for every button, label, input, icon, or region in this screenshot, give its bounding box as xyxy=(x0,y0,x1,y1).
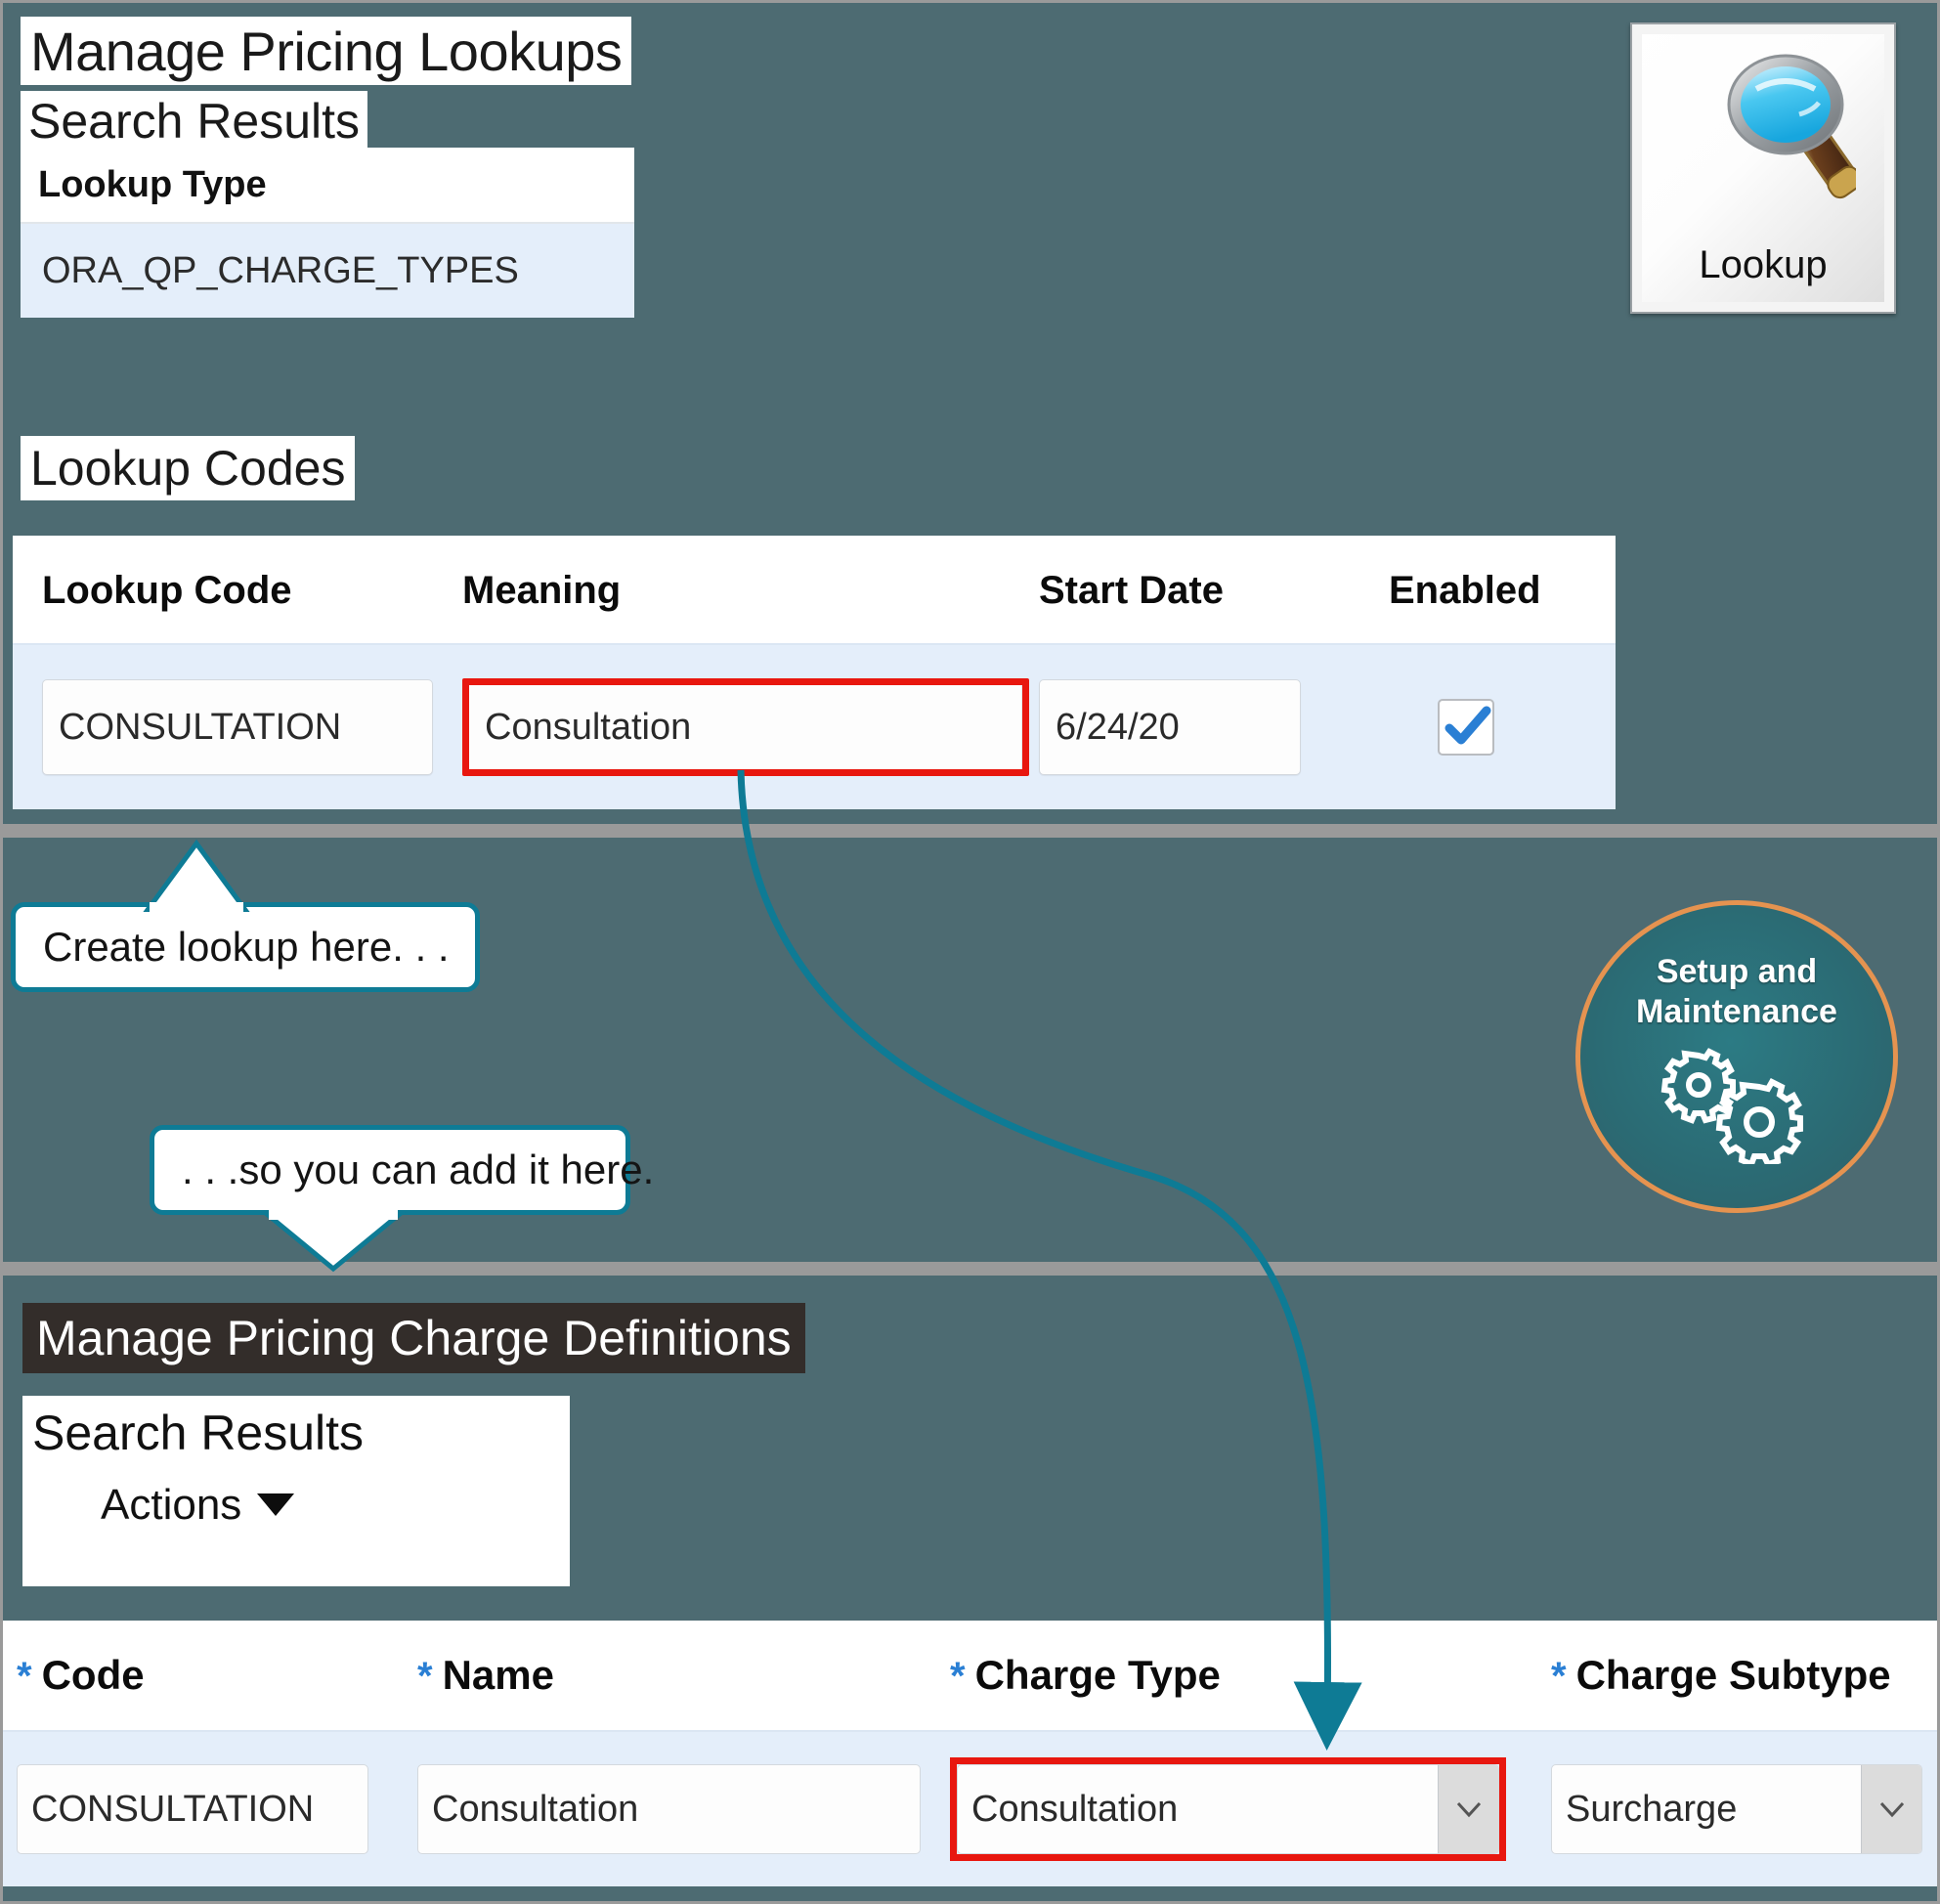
actions-menu-label: Actions xyxy=(101,1480,242,1529)
setup-and-maintenance-badge[interactable]: Setup and Maintenance xyxy=(1575,900,1898,1213)
chevron-down-icon[interactable] xyxy=(1438,1765,1498,1853)
search-results-heading-bottom: Search Results xyxy=(32,1406,365,1460)
callout-add-tail xyxy=(260,1208,407,1273)
chevron-down-icon[interactable] xyxy=(1861,1765,1921,1853)
name-input[interactable]: Consultation xyxy=(417,1764,921,1854)
page-title-charge-definitions: Manage Pricing Charge Definitions xyxy=(22,1303,805,1373)
charge-search-results-panel: Search Results Actions xyxy=(22,1396,570,1586)
charge-grid-header-row: *Code *Name *Charge Type *Charge Subtype xyxy=(3,1621,1937,1730)
cell-name: Consultation xyxy=(404,1764,936,1854)
required-marker-code: * xyxy=(17,1655,32,1698)
charge-subtype-select[interactable]: Surcharge xyxy=(1551,1764,1922,1854)
search-results-heading-top: Search Results xyxy=(21,91,368,151)
code-input[interactable]: CONSULTATION xyxy=(17,1764,368,1854)
charge-type-value: Consultation xyxy=(971,1788,1179,1830)
start-date-input[interactable]: 6/24/20 xyxy=(1039,679,1301,775)
setup-badge-line2: Maintenance xyxy=(1636,992,1837,1030)
lookup-codes-heading: Lookup Codes xyxy=(21,436,356,500)
cell-enabled xyxy=(1371,699,1616,756)
column-header-charge-subtype[interactable]: *Charge Subtype xyxy=(1537,1652,1937,1699)
lookup-type-value[interactable]: ORA_QP_CHARGE_TYPES xyxy=(21,224,634,318)
page-title-lookups: Manage Pricing Lookups xyxy=(21,17,632,85)
lookup-type-table: Lookup Type ORA_QP_CHARGE_TYPES xyxy=(21,148,634,318)
cell-lookup-code: CONSULTATION xyxy=(13,679,453,775)
column-header-lookup-code[interactable]: Lookup Code xyxy=(42,568,292,612)
cell-code: CONSULTATION xyxy=(3,1764,404,1854)
setup-badge-line1: Setup and xyxy=(1656,953,1818,990)
cell-charge-type: Consultation xyxy=(936,1757,1537,1861)
column-header-charge-type[interactable]: *Charge Type xyxy=(936,1652,1537,1699)
gears-icon xyxy=(1654,1042,1820,1169)
lookup-button-label: Lookup xyxy=(1699,243,1828,286)
charge-type-highlight-box: Consultation xyxy=(950,1757,1506,1861)
caret-down-icon xyxy=(257,1493,295,1516)
required-marker-charge-type: * xyxy=(950,1655,966,1698)
cell-meaning: Consultation xyxy=(453,678,1029,776)
column-header-name-label: Name xyxy=(442,1652,554,1698)
cell-charge-subtype: Surcharge xyxy=(1537,1764,1937,1854)
meaning-highlight-box: Consultation xyxy=(462,678,1029,776)
callout-add-here: . . .so you can add it here. xyxy=(150,1125,654,1215)
column-header-start-date[interactable]: Start Date xyxy=(1039,568,1224,612)
column-header-charge-subtype-label: Charge Subtype xyxy=(1575,1652,1891,1698)
column-header-name[interactable]: *Name xyxy=(404,1652,936,1699)
column-header-code-label: Code xyxy=(41,1652,145,1698)
charge-subtype-value: Surcharge xyxy=(1566,1788,1738,1830)
lookup-codes-header-row: Lookup Code Meaning Start Date Enabled xyxy=(13,538,1616,643)
table-row: CONSULTATION Consultation Consultation xyxy=(3,1730,1937,1886)
callout-create-lookup: Create lookup here. . . xyxy=(11,902,480,992)
charge-definitions-grid: *Code *Name *Charge Type *Charge Subtype… xyxy=(3,1621,1937,1886)
column-header-code[interactable]: *Code xyxy=(3,1652,404,1699)
magnifier-icon xyxy=(1670,46,1863,241)
lookup-code-input[interactable]: CONSULTATION xyxy=(42,679,433,775)
lookup-button[interactable]: Lookup xyxy=(1630,22,1896,314)
table-row: CONSULTATION Consultation 6/24/20 xyxy=(13,643,1616,809)
callout-create-tail xyxy=(143,839,250,912)
column-header-charge-type-label: Charge Type xyxy=(974,1652,1221,1698)
column-header-enabled[interactable]: Enabled xyxy=(1389,568,1541,612)
checkmark-icon xyxy=(1444,706,1491,745)
meaning-input[interactable]: Consultation xyxy=(469,685,1021,769)
required-marker-name: * xyxy=(417,1655,433,1698)
lookup-type-column-header: Lookup Type xyxy=(21,148,634,224)
enabled-checkbox[interactable] xyxy=(1438,699,1494,756)
column-header-meaning[interactable]: Meaning xyxy=(462,568,622,612)
lookup-codes-grid: Lookup Code Meaning Start Date Enabled C… xyxy=(13,536,1616,809)
cell-start-date: 6/24/20 xyxy=(1029,679,1371,775)
charge-type-select[interactable]: Consultation xyxy=(957,1764,1499,1854)
actions-menu-button[interactable]: Actions xyxy=(101,1480,295,1530)
required-marker-charge-subtype: * xyxy=(1551,1655,1567,1698)
